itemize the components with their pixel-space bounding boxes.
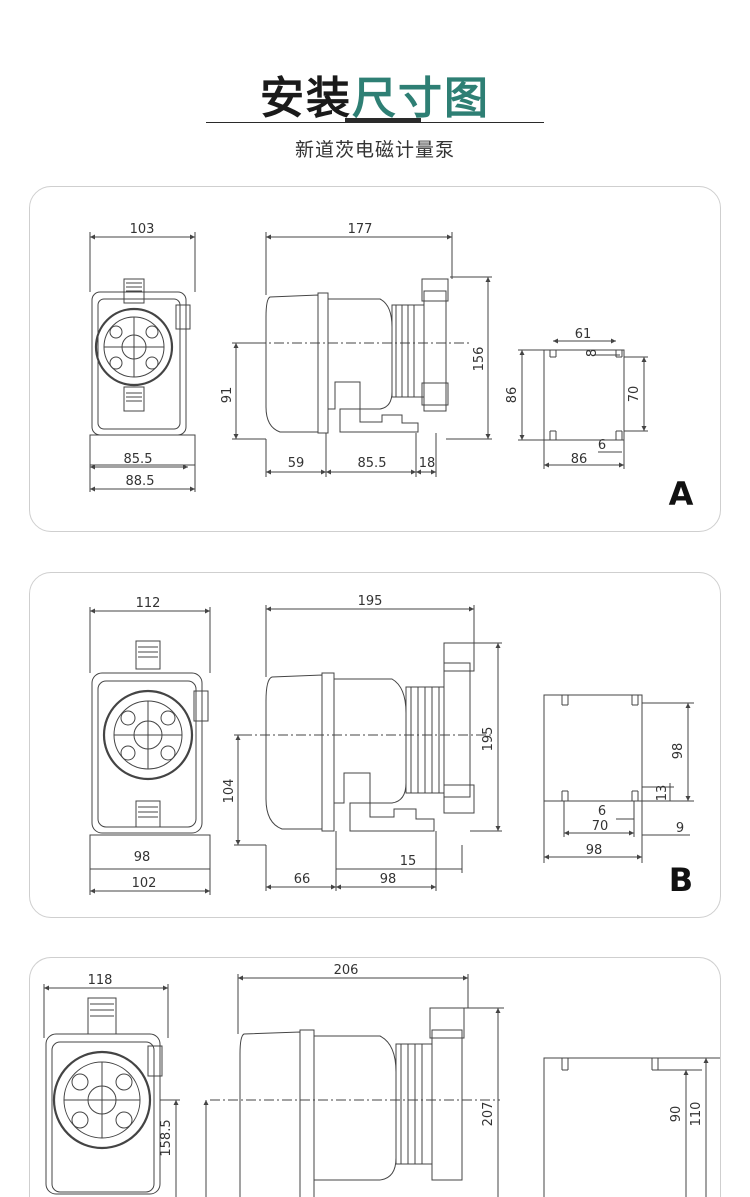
- drawing-panel-c: 118 158.5 206 207 90 110: [29, 957, 721, 1197]
- base-plate-b: [543, 694, 643, 802]
- drawing-panel-a: 103 85.5 88.5 177 156 91 59 85.5 18 61 8…: [29, 186, 721, 532]
- dim-side-length: 195: [358, 594, 383, 609]
- dim-front-width: 103: [130, 222, 155, 237]
- drawing-panel-b: 112 98 102 195 195 104 66 98 15 98 13 6 …: [29, 572, 721, 918]
- dim-base-width: 86: [571, 452, 588, 467]
- dim-side-length: 206: [334, 963, 359, 978]
- dim-base-height-inner: 98: [671, 743, 686, 760]
- dim-front-width: 112: [136, 596, 161, 611]
- base-plate-c: [543, 1057, 720, 1197]
- dim-side-left: 66: [294, 872, 311, 887]
- drawing-c: 118 158.5 206 207 90 110: [43, 963, 720, 1197]
- dim-front-axis-height: 158.5: [159, 1119, 174, 1156]
- dim-base-slot: 8: [585, 349, 600, 357]
- dim-side-left: 59: [288, 456, 305, 471]
- dim-side-right: 18: [419, 456, 436, 471]
- base-plate-a: [543, 349, 625, 441]
- dim-side-height: 156: [472, 347, 487, 372]
- side-view-a: [256, 278, 470, 434]
- dim-side-axis-height: 91: [220, 387, 235, 404]
- title-part-install: 安装: [260, 73, 352, 124]
- dim-front-base-inner: 85.5: [124, 452, 153, 467]
- drawing-b: 112 98 102 195 195 104 66 98 15 98 13 6 …: [89, 594, 694, 899]
- dim-side-mid: 98: [380, 872, 397, 887]
- front-view-c: [45, 997, 163, 1195]
- side-view-b: [242, 642, 492, 832]
- model-label: B: [669, 861, 693, 899]
- dim-front-base-inner: 98: [134, 850, 151, 865]
- title-underline: [206, 122, 544, 123]
- drawing-a: 103 85.5 88.5 177 156 91 59 85.5 18 61 8…: [89, 222, 694, 513]
- dim-base-edge: 9: [676, 821, 684, 836]
- dim-base-top: 61: [575, 327, 592, 342]
- model-label: A: [669, 475, 694, 513]
- dim-base-hole: 6: [598, 804, 606, 819]
- dim-base-height-inner: 90: [669, 1106, 684, 1123]
- front-view-a: [89, 278, 196, 466]
- dim-side-axis-height: 104: [222, 779, 237, 804]
- dim-front-base-outer: 88.5: [126, 474, 155, 489]
- dim-base-height-outer: 110: [689, 1102, 704, 1127]
- title-underline-accent: [345, 118, 421, 123]
- dim-side-length: 177: [348, 222, 373, 237]
- dim-front-base-outer: 102: [132, 876, 157, 891]
- dim-base-height-inner: 70: [627, 386, 642, 403]
- dim-base-inner-width: 70: [592, 819, 609, 834]
- dim-side-right: 15: [400, 854, 417, 869]
- dim-base-hole: 6: [598, 438, 606, 453]
- dim-side-mid: 85.5: [358, 456, 387, 471]
- dim-side-height: 207: [481, 1102, 496, 1127]
- side-view-c: [210, 1007, 500, 1197]
- page-subtitle: 新道茨电磁计量泵: [294, 139, 455, 161]
- page-header: 安装尺寸图 新道茨电磁计量泵: [0, 0, 750, 170]
- front-view-b: [89, 640, 211, 870]
- dim-front-width: 118: [88, 973, 113, 988]
- dim-base-height-outer: 86: [505, 387, 520, 404]
- dim-base-width: 98: [586, 843, 603, 858]
- dim-base-slot: 13: [655, 785, 670, 802]
- page-title: 安装尺寸图: [0, 62, 750, 126]
- dim-side-height: 195: [481, 727, 496, 752]
- title-part-dimension-drawing: 尺寸图: [352, 73, 490, 124]
